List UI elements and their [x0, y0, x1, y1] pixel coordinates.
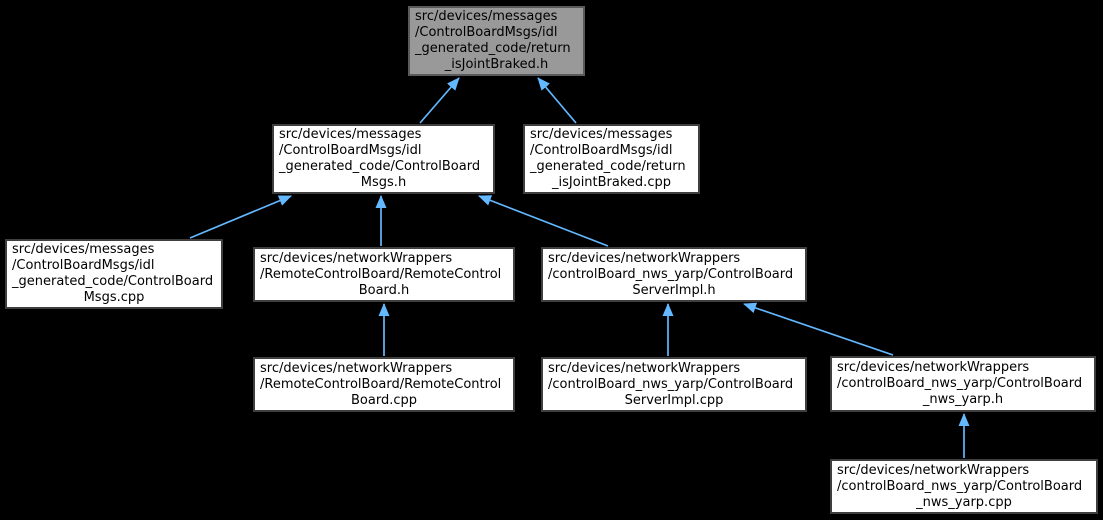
graph-node-label-line: /ControlBoardMsgs/idl [530, 143, 673, 158]
graph-node-label-line: /ControlBoardMsgs/idl [279, 143, 422, 158]
graph-node-label-line: src/devices/messages [415, 9, 558, 24]
graph-node-label-line: _isJointBraked.cpp [552, 175, 671, 190]
graph-node-return_isJointBraked_cpp[interactable]: src/devices/messages/ControlBoardMsgs/id… [523, 124, 700, 194]
include-edge-ControlBoardServerImpl_h-to-ControlBoardMsgs_h [478, 195, 609, 247]
include-edge-ControlBoardMsgs_cpp-to-ControlBoardMsgs_h [189, 195, 292, 239]
include-edge-return_isJointBraked_cpp-to-return_isJointBraked_h [537, 77, 577, 124]
graph-node-ControlBoardMsgs_h[interactable]: src/devices/messages/ControlBoardMsgs/id… [272, 124, 495, 194]
graph-node-ControlBoardMsgs_cpp[interactable]: src/devices/messages/ControlBoardMsgs/id… [5, 239, 223, 309]
graph-node-label-line: /ControlBoardMsgs/idl [415, 25, 558, 40]
graph-node-label-line: src/devices/networkWrappers [548, 250, 741, 266]
graph-node-label-line: Board.cpp [351, 392, 417, 408]
graph-node-label-line: /ControlBoardMsgs/idl [12, 258, 155, 273]
graph-node-ControlBoardServerImpl_h[interactable]: src/devices/networkWrappers/controlBoard… [541, 247, 807, 302]
graph-node-label-line: src/devices/networkWrappers [837, 360, 1030, 375]
graph-node-label-line: /controlBoard_nws_yarp/ControlBoard [837, 478, 1083, 494]
graph-node-label-line: _isJointBraked.h [444, 57, 549, 72]
graph-node-label-line: _nws_yarp.h [922, 392, 1004, 407]
graph-node-label-line: src/devices/messages [12, 242, 155, 257]
include-edge-ControlBoardMsgs_h-to-return_isJointBraked_h [419, 77, 460, 124]
graph-node-label-line: /RemoteControlBoard/RemoteControl [260, 376, 502, 392]
graph-node-RemoteControlBoard_cpp[interactable]: src/devices/networkWrappers/RemoteContro… [253, 357, 515, 412]
graph-node-label-line: _nws_yarp.cpp [916, 494, 1012, 510]
graph-node-label-line: Msgs.cpp [83, 290, 145, 305]
graph-node-label-line: Msgs.h [360, 175, 407, 190]
graph-node-label-line: /controlBoard_nws_yarp/ControlBoard [548, 376, 794, 392]
graph-node-label-line: /RemoteControlBoard/RemoteControl [260, 266, 502, 282]
graph-node-label-line: /controlBoard_nws_yarp/ControlBoard [548, 266, 794, 282]
graph-node-label-line: src/devices/networkWrappers [837, 462, 1030, 478]
graph-node-ControlBoard_nws_yarp_h[interactable]: src/devices/networkWrappers/controlBoard… [830, 356, 1096, 412]
graph-node-label-line: src/devices/networkWrappers [260, 250, 453, 266]
graph-node-label-line: src/devices/messages [530, 127, 673, 142]
graph-node-label-line: src/devices/messages [279, 127, 422, 142]
graph-node-return_isJointBraked_h[interactable]: src/devices/messages/ControlBoardMsgs/id… [408, 6, 585, 76]
graph-node-label-line: ServerImpl.cpp [624, 392, 724, 408]
graph-node-label-line: src/devices/networkWrappers [548, 360, 741, 376]
graph-node-label-line: Board.h [358, 282, 410, 298]
graph-node-ControlBoard_nws_yarp_cpp[interactable]: src/devices/networkWrappers/controlBoard… [830, 459, 1098, 514]
graph-node-ControlBoardServerImpl_cpp[interactable]: src/devices/networkWrappers/controlBoard… [541, 357, 807, 412]
graph-node-label-line: ServerImpl.h [632, 282, 716, 298]
include-edge-ControlBoard_nws_yarp_h-to-ControlBoardServerImpl_h [743, 302, 894, 356]
graph-node-label-line: _generated_code/return [530, 159, 686, 174]
graph-node-label-line: _generated_code/return [415, 41, 571, 56]
graph-node-RemoteControlBoard_h[interactable]: src/devices/networkWrappers/RemoteContro… [253, 247, 515, 302]
graph-node-label-line: /controlBoard_nws_yarp/ControlBoard [837, 376, 1083, 391]
graph-node-label-line: _generated_code/ControlBoard [279, 159, 481, 174]
graph-node-label-line: src/devices/networkWrappers [260, 360, 453, 376]
graph-node-label-line: _generated_code/ControlBoard [12, 274, 214, 289]
